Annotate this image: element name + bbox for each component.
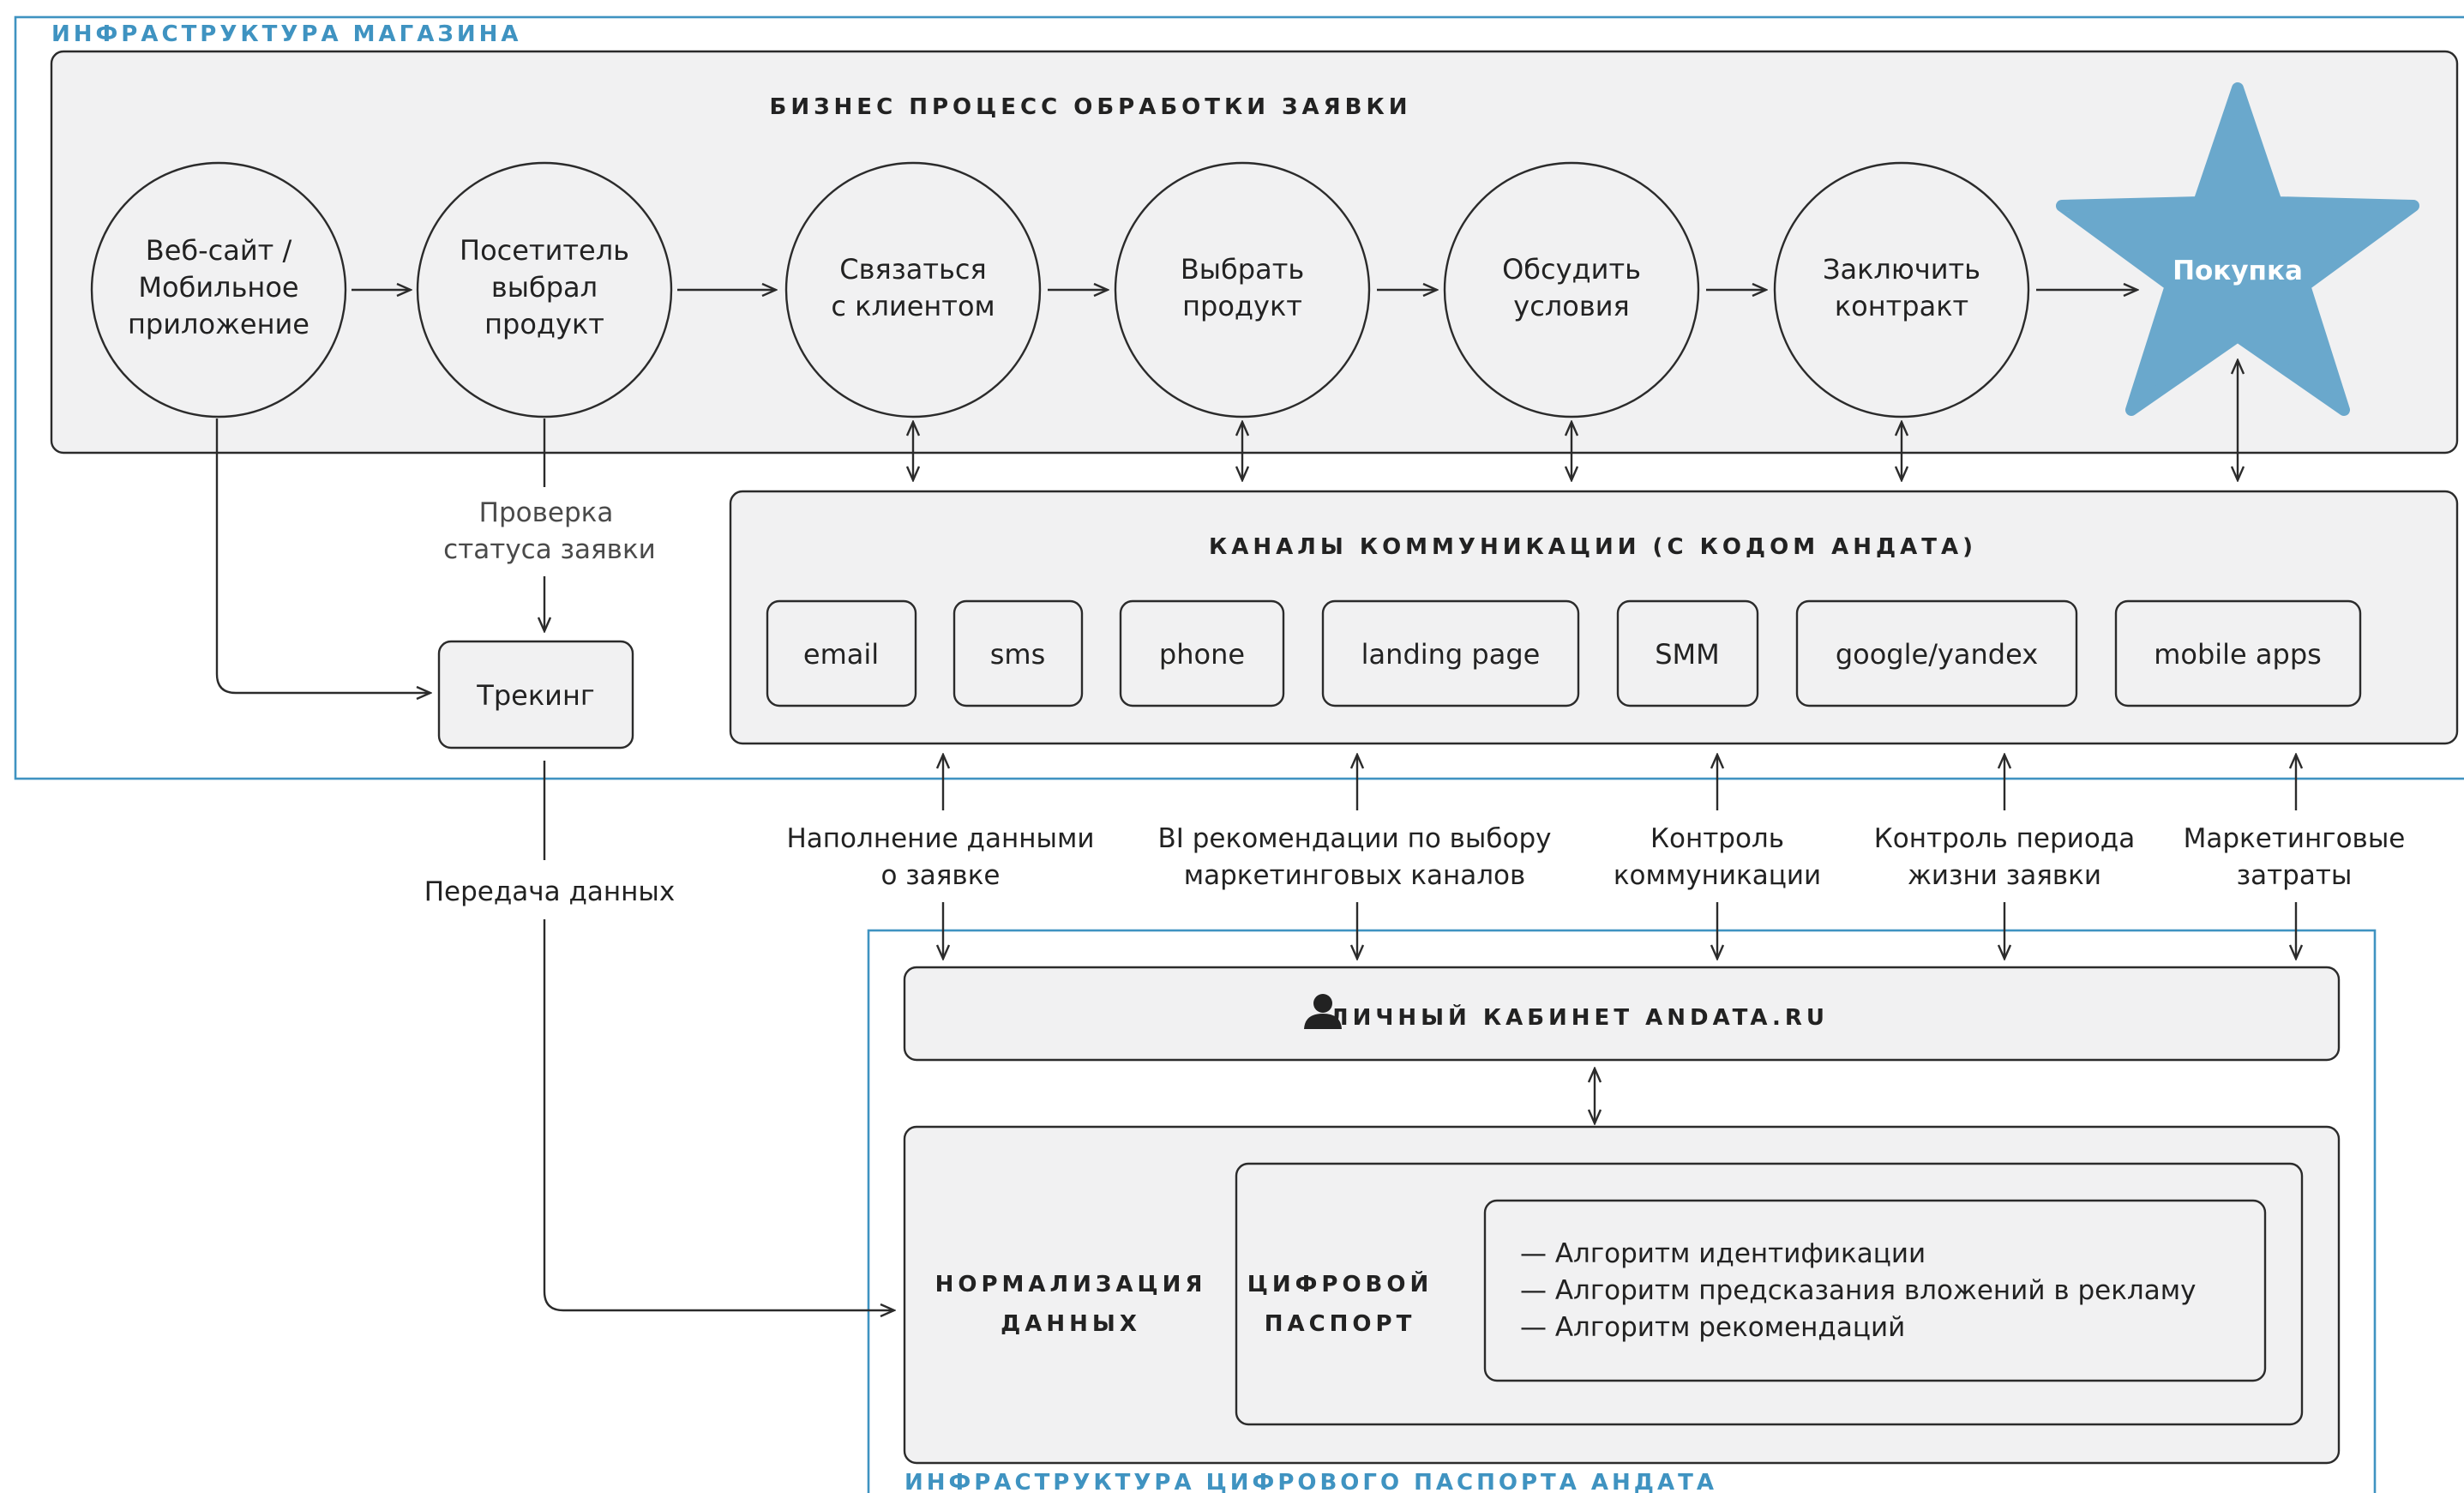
flow-data-filling: Наполнение данными о заявке — [786, 755, 1095, 959]
purchase-label: Покупка — [2173, 256, 2303, 286]
svg-text:Связаться: Связаться — [839, 253, 986, 286]
svg-text:продукт: продукт — [484, 308, 604, 340]
channel-email: email — [766, 599, 917, 707]
channels-title: КАНАЛЫ КОММУНИКАЦИИ (С КОДОМ АНДАТА) — [1209, 534, 1977, 560]
store-infrastructure-frame — [14, 15, 2464, 780]
svg-text:условия: условия — [1513, 290, 1629, 322]
svg-text:sms: sms — [990, 638, 1046, 671]
channel-phone: phone — [1119, 599, 1285, 707]
andata-infrastructure-title: ИНФРАСТРУКТУРА ЦИФРОВОГО ПАСПОРТА АНДАТА — [904, 1470, 1717, 1493]
normalization-label-2: ДАННЫХ — [1001, 1311, 1141, 1337]
svg-text:email: email — [803, 638, 879, 671]
flow-bi-recommendations: BI рекомендации по выбору маркетинговых … — [1157, 755, 1552, 959]
tracking-label: Трекинг — [476, 679, 594, 712]
algorithm-recommendations: — Алгоритм рекомендаций — [1520, 1312, 1905, 1343]
channel-landing-page: landing page — [1321, 599, 1580, 707]
process-step-discuss-terms: Обсудить условия — [1443, 161, 1700, 418]
svg-text:Обсудить: Обсудить — [1502, 253, 1641, 286]
svg-text:Контроль: Контроль — [1650, 823, 1784, 854]
status-check-label-2: статуса заявки — [443, 534, 656, 565]
algorithm-identification: — Алгоритм идентификации — [1520, 1238, 1926, 1269]
svg-text:продукт: продукт — [1182, 290, 1302, 322]
flow-lifetime-control: Контроль периода жизни заявки — [1874, 755, 2135, 959]
website-to-tracking-arrow — [215, 673, 430, 693]
store-infrastructure-title: ИНФРАСТРУКТУРА МАГАЗИНА — [51, 21, 521, 47]
svg-text:коммуникации: коммуникации — [1614, 860, 1821, 891]
channel-sms: sms — [953, 599, 1084, 707]
svg-text:Мобильное: Мобильное — [138, 271, 298, 304]
status-check-label: Проверка — [479, 497, 614, 528]
business-process-title: БИЗНЕС ПРОЦЕСС ОБРАБОТКИ ЗАЯВКИ — [770, 94, 1412, 120]
data-transfer-arrow — [543, 1291, 894, 1310]
digital-passport-label-2: ПАСПОРТ — [1265, 1311, 1416, 1337]
algorithm-ad-prediction: — Алгоритм предсказания вложений в рекла… — [1520, 1275, 2196, 1306]
svg-text:landing page: landing page — [1361, 638, 1541, 671]
algorithms-box — [1483, 1199, 2267, 1382]
svg-text:жизни заявки: жизни заявки — [1908, 860, 2101, 891]
svg-text:затраты: затраты — [2237, 860, 2353, 891]
personal-cabinet-box — [903, 966, 2341, 1062]
normalization-label: НОРМАЛИЗАЦИЯ — [935, 1272, 1207, 1297]
process-step-contact-client: Связаться с клиентом — [784, 161, 1042, 418]
tracking-box — [437, 640, 634, 750]
flow-marketing-costs: Маркетинговые затраты — [2184, 755, 2406, 959]
user-icon — [1304, 994, 1342, 1029]
digital-passport-label: ЦИФРОВОЙ — [1247, 1270, 1433, 1297]
svg-text:о заявке: о заявке — [880, 860, 1000, 891]
flow-communication-control: Контроль коммуникации — [1614, 755, 1821, 959]
svg-text:контракт: контракт — [1835, 290, 1968, 322]
svg-text:phone: phone — [1159, 638, 1245, 671]
channel-smm: SMM — [1616, 599, 1759, 707]
svg-text:Посетитель: Посетитель — [460, 234, 629, 267]
star-icon — [2056, 82, 2419, 416]
svg-text:mobile apps: mobile apps — [2154, 638, 2322, 671]
svg-text:выбрал: выбрал — [491, 271, 598, 304]
andata-infrastructure-frame — [867, 929, 2377, 1493]
data-transfer-label: Передача данных — [424, 876, 676, 907]
process-step-website: Веб-сайт / Мобильное приложение — [90, 161, 347, 418]
process-step-choose-product: Выбрать продукт — [1114, 161, 1371, 418]
svg-text:BI рекомендации по выбору: BI рекомендации по выбору — [1157, 823, 1551, 854]
svg-text:Маркетинговые: Маркетинговые — [2184, 823, 2406, 854]
svg-text:Контроль периода: Контроль периода — [1874, 823, 2135, 854]
svg-text:приложение: приложение — [128, 308, 310, 340]
purchase-star: Покупка — [2056, 82, 2419, 416]
channel-google-yandex: google/yandex — [1795, 599, 2078, 707]
svg-text:маркетинговых каналов: маркетинговых каналов — [1184, 860, 1526, 891]
svg-text:Выбрать: Выбрать — [1181, 253, 1304, 286]
svg-text:Заключить: Заключить — [1823, 253, 1980, 286]
process-step-sign-contract: Заключить контракт — [1773, 161, 2030, 418]
svg-text:google/yandex: google/yandex — [1836, 638, 2038, 671]
svg-text:с клиентом: с клиентом — [831, 290, 995, 322]
svg-text:Наполнение данными: Наполнение данными — [786, 823, 1094, 854]
svg-text:SMM: SMM — [1655, 638, 1720, 671]
process-channel-links — [913, 360, 2238, 480]
svg-text:Веб-сайт /: Веб-сайт / — [146, 234, 292, 267]
personal-cabinet-label: ЛИЧНЫЙ КАБИНЕТ ANDATA.RU — [1330, 1003, 1829, 1031]
channel-mobile-apps: mobile apps — [2114, 599, 2362, 707]
process-step-visitor-chose-product: Посетитель выбрал продукт — [416, 161, 673, 418]
